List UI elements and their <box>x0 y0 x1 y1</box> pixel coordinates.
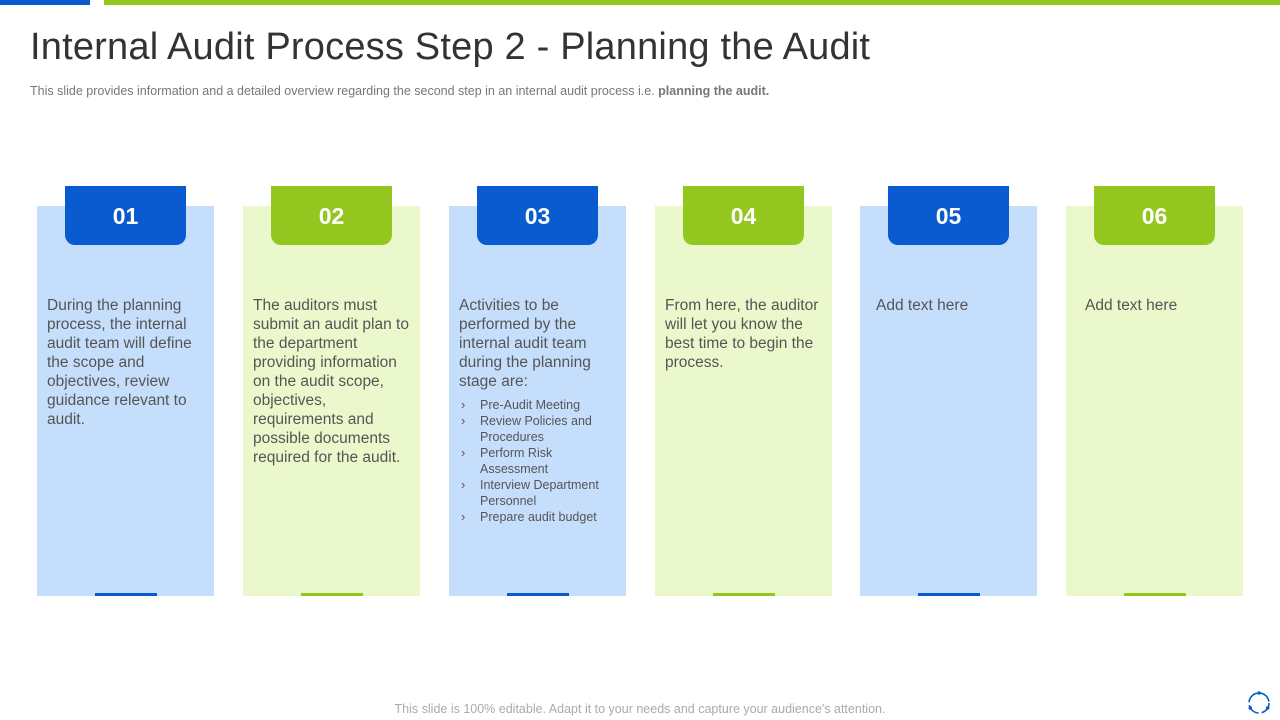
step-accent-04 <box>713 593 775 596</box>
refresh-cycle-icon <box>1248 691 1270 714</box>
bullet-item: Interview Department Personnel <box>459 477 619 509</box>
step-card-06: 06 Add text here <box>1066 186 1243 596</box>
step-text-02: The auditors must submit an audit plan t… <box>253 297 409 466</box>
step-accent-05 <box>918 593 980 596</box>
step-number-04: 04 <box>683 186 804 245</box>
top-accent-bar-blue <box>0 0 90 5</box>
top-accent-bar-green <box>104 0 1280 5</box>
page-subtitle: This slide provides information and a de… <box>30 84 769 98</box>
step-accent-06 <box>1124 593 1186 596</box>
step-accent-02 <box>301 593 363 596</box>
step-card-02: 02 The auditors must submit an audit pla… <box>243 186 420 596</box>
step-bullet-list-03: Pre-Audit Meeting Review Policies and Pr… <box>459 397 619 525</box>
page-title: Internal Audit Process Step 2 - Planning… <box>30 26 871 68</box>
step-number-06: 06 <box>1094 186 1215 245</box>
step-number-03: 03 <box>477 186 598 245</box>
step-text-03: Activities to be performed by the intern… <box>459 297 591 390</box>
step-content-03: Activities to be performed by the intern… <box>459 296 619 525</box>
footer-note: This slide is 100% editable. Adapt it to… <box>394 702 886 716</box>
step-accent-03 <box>507 593 569 596</box>
step-card-04: 04 From here, the auditor will let you k… <box>655 186 832 596</box>
step-card-03: 03 Activities to be performed by the int… <box>449 186 626 596</box>
step-text-05: Add text here <box>876 297 969 314</box>
bullet-item: Review Policies and Procedures <box>459 413 619 445</box>
bullet-item: Prepare audit budget <box>459 509 619 525</box>
step-text-04: From here, the auditor will let you know… <box>665 297 819 371</box>
step-card-01: 01 During the planning process, the inte… <box>37 186 214 596</box>
step-number-02: 02 <box>271 186 392 245</box>
bullet-item: Perform Risk Assessment <box>459 445 619 477</box>
step-accent-01 <box>95 593 157 596</box>
subtitle-bold: planning the audit. <box>658 84 770 98</box>
subtitle-text: This slide provides information and a de… <box>30 84 655 98</box>
step-text-06: Add text here <box>1085 297 1178 314</box>
step-number-05: 05 <box>888 186 1009 245</box>
step-card-05: 05 Add text here <box>860 186 1037 596</box>
step-number-01: 01 <box>65 186 186 245</box>
step-text-01: During the planning process, the interna… <box>47 297 192 428</box>
bullet-item: Pre-Audit Meeting <box>459 397 619 413</box>
